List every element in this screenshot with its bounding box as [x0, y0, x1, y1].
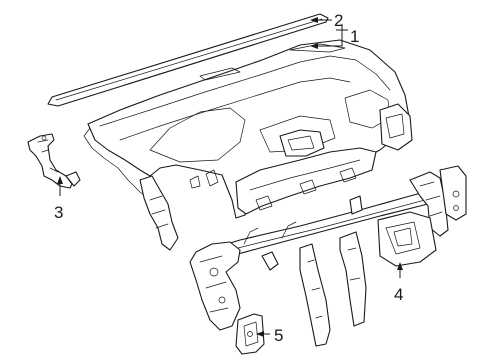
callout-4: 4 [394, 285, 403, 304]
part-2-trim-strip [47, 13, 329, 107]
callout-2: 2 [334, 11, 343, 30]
part-5-small-bracket [235, 313, 265, 355]
part-1-instrument-panel [83, 39, 413, 251]
callout-3: 3 [54, 203, 63, 222]
callout-1: 1 [350, 27, 359, 46]
part-3-bracket [27, 133, 81, 189]
part-4-cross-car-beam [189, 165, 467, 347]
callout-leaders [57, 17, 403, 337]
callout-5: 5 [274, 326, 283, 345]
